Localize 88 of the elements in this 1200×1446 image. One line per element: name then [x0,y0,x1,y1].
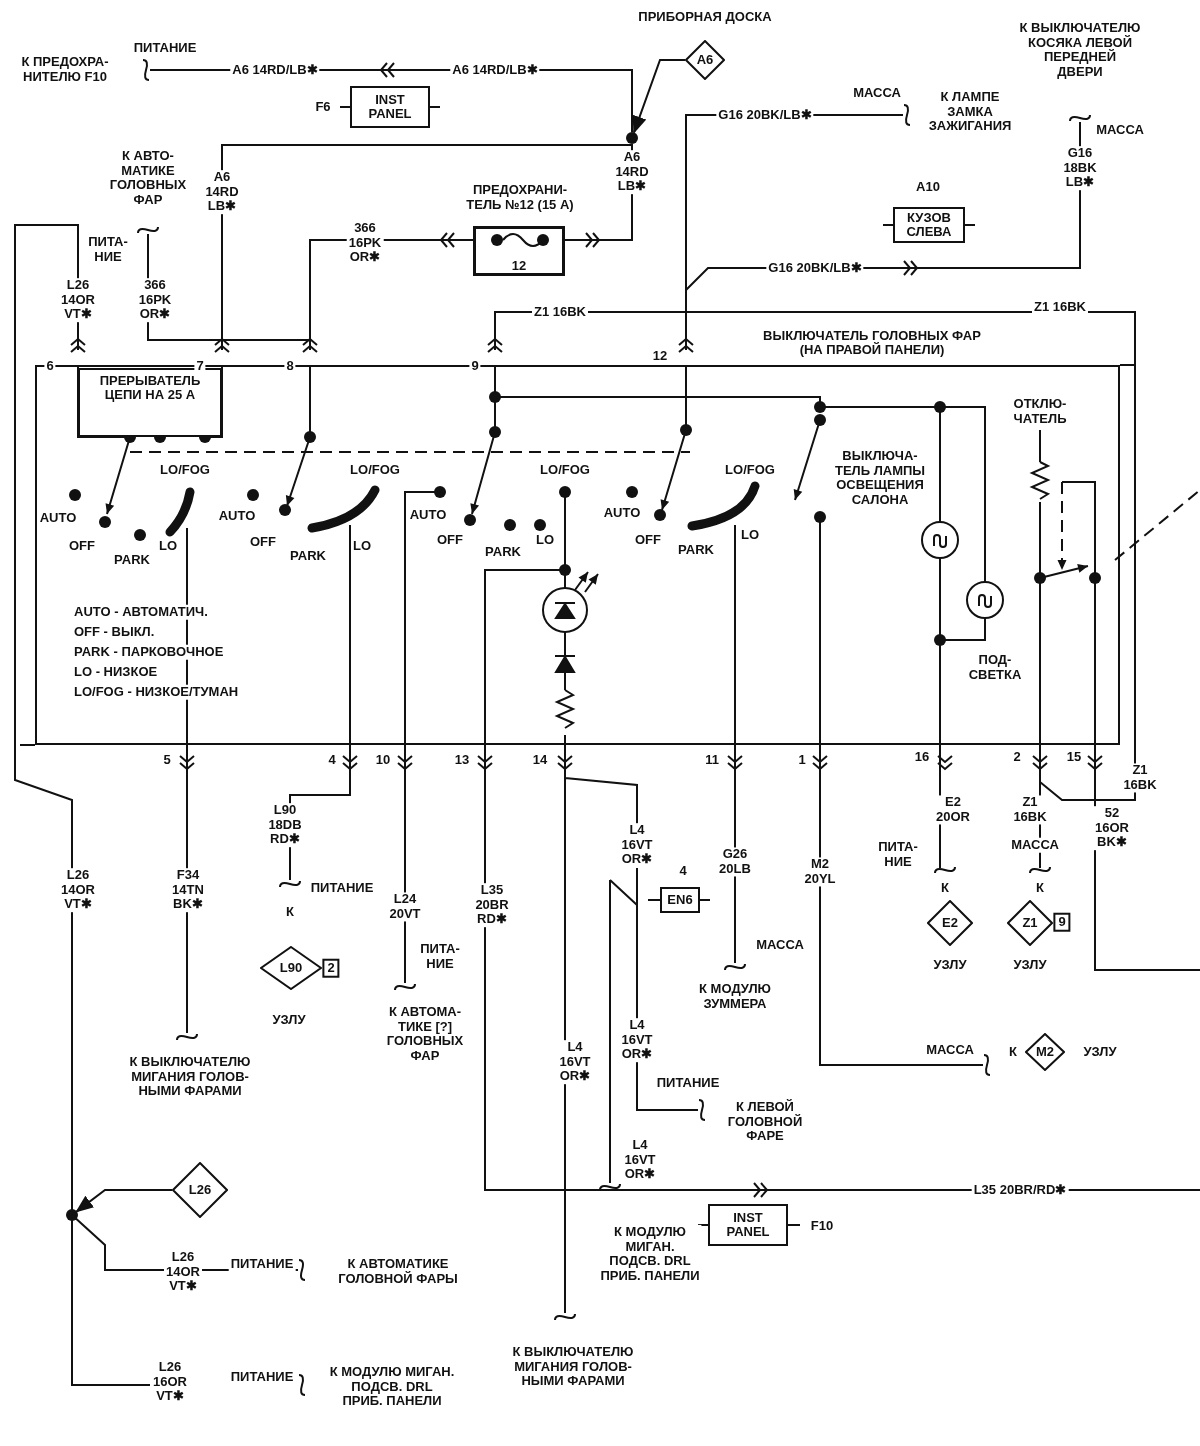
switch-position-label: PARK [484,544,522,560]
switch-position-label: AUTO [602,505,642,521]
wire-label: Z1 16BK [1032,299,1088,315]
connector-box [660,887,700,913]
wire-label: G26 20LB [717,847,753,877]
wire-label: G16 20BK/LB✱ [716,107,814,123]
wire-label: L26 14OR VT✱ [59,278,97,322]
switch-position-label: AUTO [217,508,257,524]
node-caption: ПРИБОРНАЯ ДОСКА [636,9,774,25]
splice-diamond [1007,900,1053,946]
wire-label: Z1 16BK [1121,763,1159,793]
switch-position-label: AUTO [408,507,448,523]
switch-position-label: LO [739,527,761,543]
switch-position-label: LO [351,538,373,554]
wire-label: L26 14OR VT✱ [59,868,97,912]
switch-position-label: AUTO [38,510,78,526]
wire-label: L26 16OR VT✱ [151,1360,189,1404]
wire-label: Z1 16BK [1011,795,1049,825]
wire-label: L4 16VT OR✱ [622,1138,658,1182]
wire-label: L4 16VT OR✱ [619,823,655,867]
wire-label: L26 14OR VT✱ [164,1250,202,1294]
wire-label: G16 20BK/LB✱ [766,260,864,276]
wire-label: A6 14RD/LB✱ [450,62,540,78]
wire-label: ПИТАНИЕ [228,1256,296,1272]
switch-position-label: OFF [436,532,464,548]
switch-position-label: OFF [68,538,96,554]
wire-label: L90 18DB RD✱ [266,803,304,847]
node-label: L90 [279,960,303,976]
node-label: A6 [696,52,714,68]
switch-position-label: LO/FOG [349,462,401,478]
switch-position-label: PARK [677,542,715,558]
wire-label: A6 14RD LB✱ [613,150,651,194]
splice-dot [626,132,638,144]
switch-title: ВЫКЛЮЧАТЕЛЬ ГОЛОВНЫХ ФАР (НА ПРАВОЙ ПАНЕЛИ) [763,328,981,358]
splice-diamond [260,946,322,990]
pin-count-tag: 2 [322,958,340,978]
pin-count-tag: 9 [1053,912,1071,932]
node-label: КУЗОВ СЛЕВА [906,210,952,240]
splice-diamond [172,1162,228,1218]
switch-position-label: LO/FOG [539,462,591,478]
wire-label: L35 20BR/RD✱ [971,1182,1069,1198]
wire-label: F34 14TN BK✱ [170,868,206,912]
legend-note: LO/FOG - НИЗКОЕ/ТУМАН [72,684,241,700]
switch-position-label: PARK [113,552,151,568]
arrow [632,59,686,135]
wire-label: A6 14RD LB✱ [203,170,241,214]
wire-label: 52 16OR BK✱ [1093,806,1131,850]
wire-label: G16 18BK LB✱ [1061,146,1099,190]
wire-label: M2 20YL [802,857,838,887]
switch-position-label: LO/FOG [724,462,776,478]
fuse-block-box [350,86,430,128]
splice-diamond [1025,1033,1065,1071]
wire-label: МАССА [1009,837,1061,853]
node-label: INST PANEL [368,92,412,122]
wire-label: L4 16VT OR✱ [557,1040,593,1084]
fuse-block-box [708,1204,788,1246]
connector-diamond [685,40,725,80]
switch-position-label: PARK [289,548,327,564]
node-label: L26 [188,1182,212,1198]
node-label: M2 [1035,1044,1055,1060]
wire-label: К ВЫКЛЮЧАТЕЛЮ КОСЯКА ЛЕВОЙ ПЕРЕДНЕЙ ДВЕРИ [1017,20,1143,80]
node-label: INST PANEL [726,1210,770,1240]
ground-box [893,207,965,243]
splice-dot [66,1209,78,1221]
node-label: ПРЕРЫВАТЕЛЬ ЦЕПИ НА 25 А [99,374,201,403]
wire-label: L24 20VT [387,892,423,922]
switch-position-label: OFF [249,534,277,550]
fuse-box [473,226,565,276]
circuit-breaker-box [78,368,222,437]
switch-position-label: LO [157,538,179,554]
legend-note: AUTO - АВТОМАТИЧ. [72,604,210,620]
wire-label: A6 14RD/LB✱ [230,62,320,78]
node-label: EN6 [667,892,693,908]
node-label: 12 [511,258,527,273]
switch-position-label: OFF [634,532,662,548]
node-label: Z1 [1022,915,1038,931]
legend-note: PARK - ПАРКОВОЧНОЕ [72,644,226,660]
switch-position-label: LO [534,532,556,548]
node-caption: ПРЕДОХРАНИ- ТЕЛЬ №12 (15 А) [464,183,576,213]
wire-label: L4 16VT OR✱ [619,1018,655,1062]
switch-position-label: LO/FOG [159,462,211,478]
wire-label: E2 20OR [934,795,972,825]
wire-label: 366 16PK OR✱ [136,278,174,322]
node-label: E2 [942,915,958,931]
arrow [75,1189,173,1213]
wire-label: L35 20BR RD✱ [473,883,511,927]
wire-label: 366 16PK OR✱ [346,221,384,265]
splice-diamond [927,900,973,946]
